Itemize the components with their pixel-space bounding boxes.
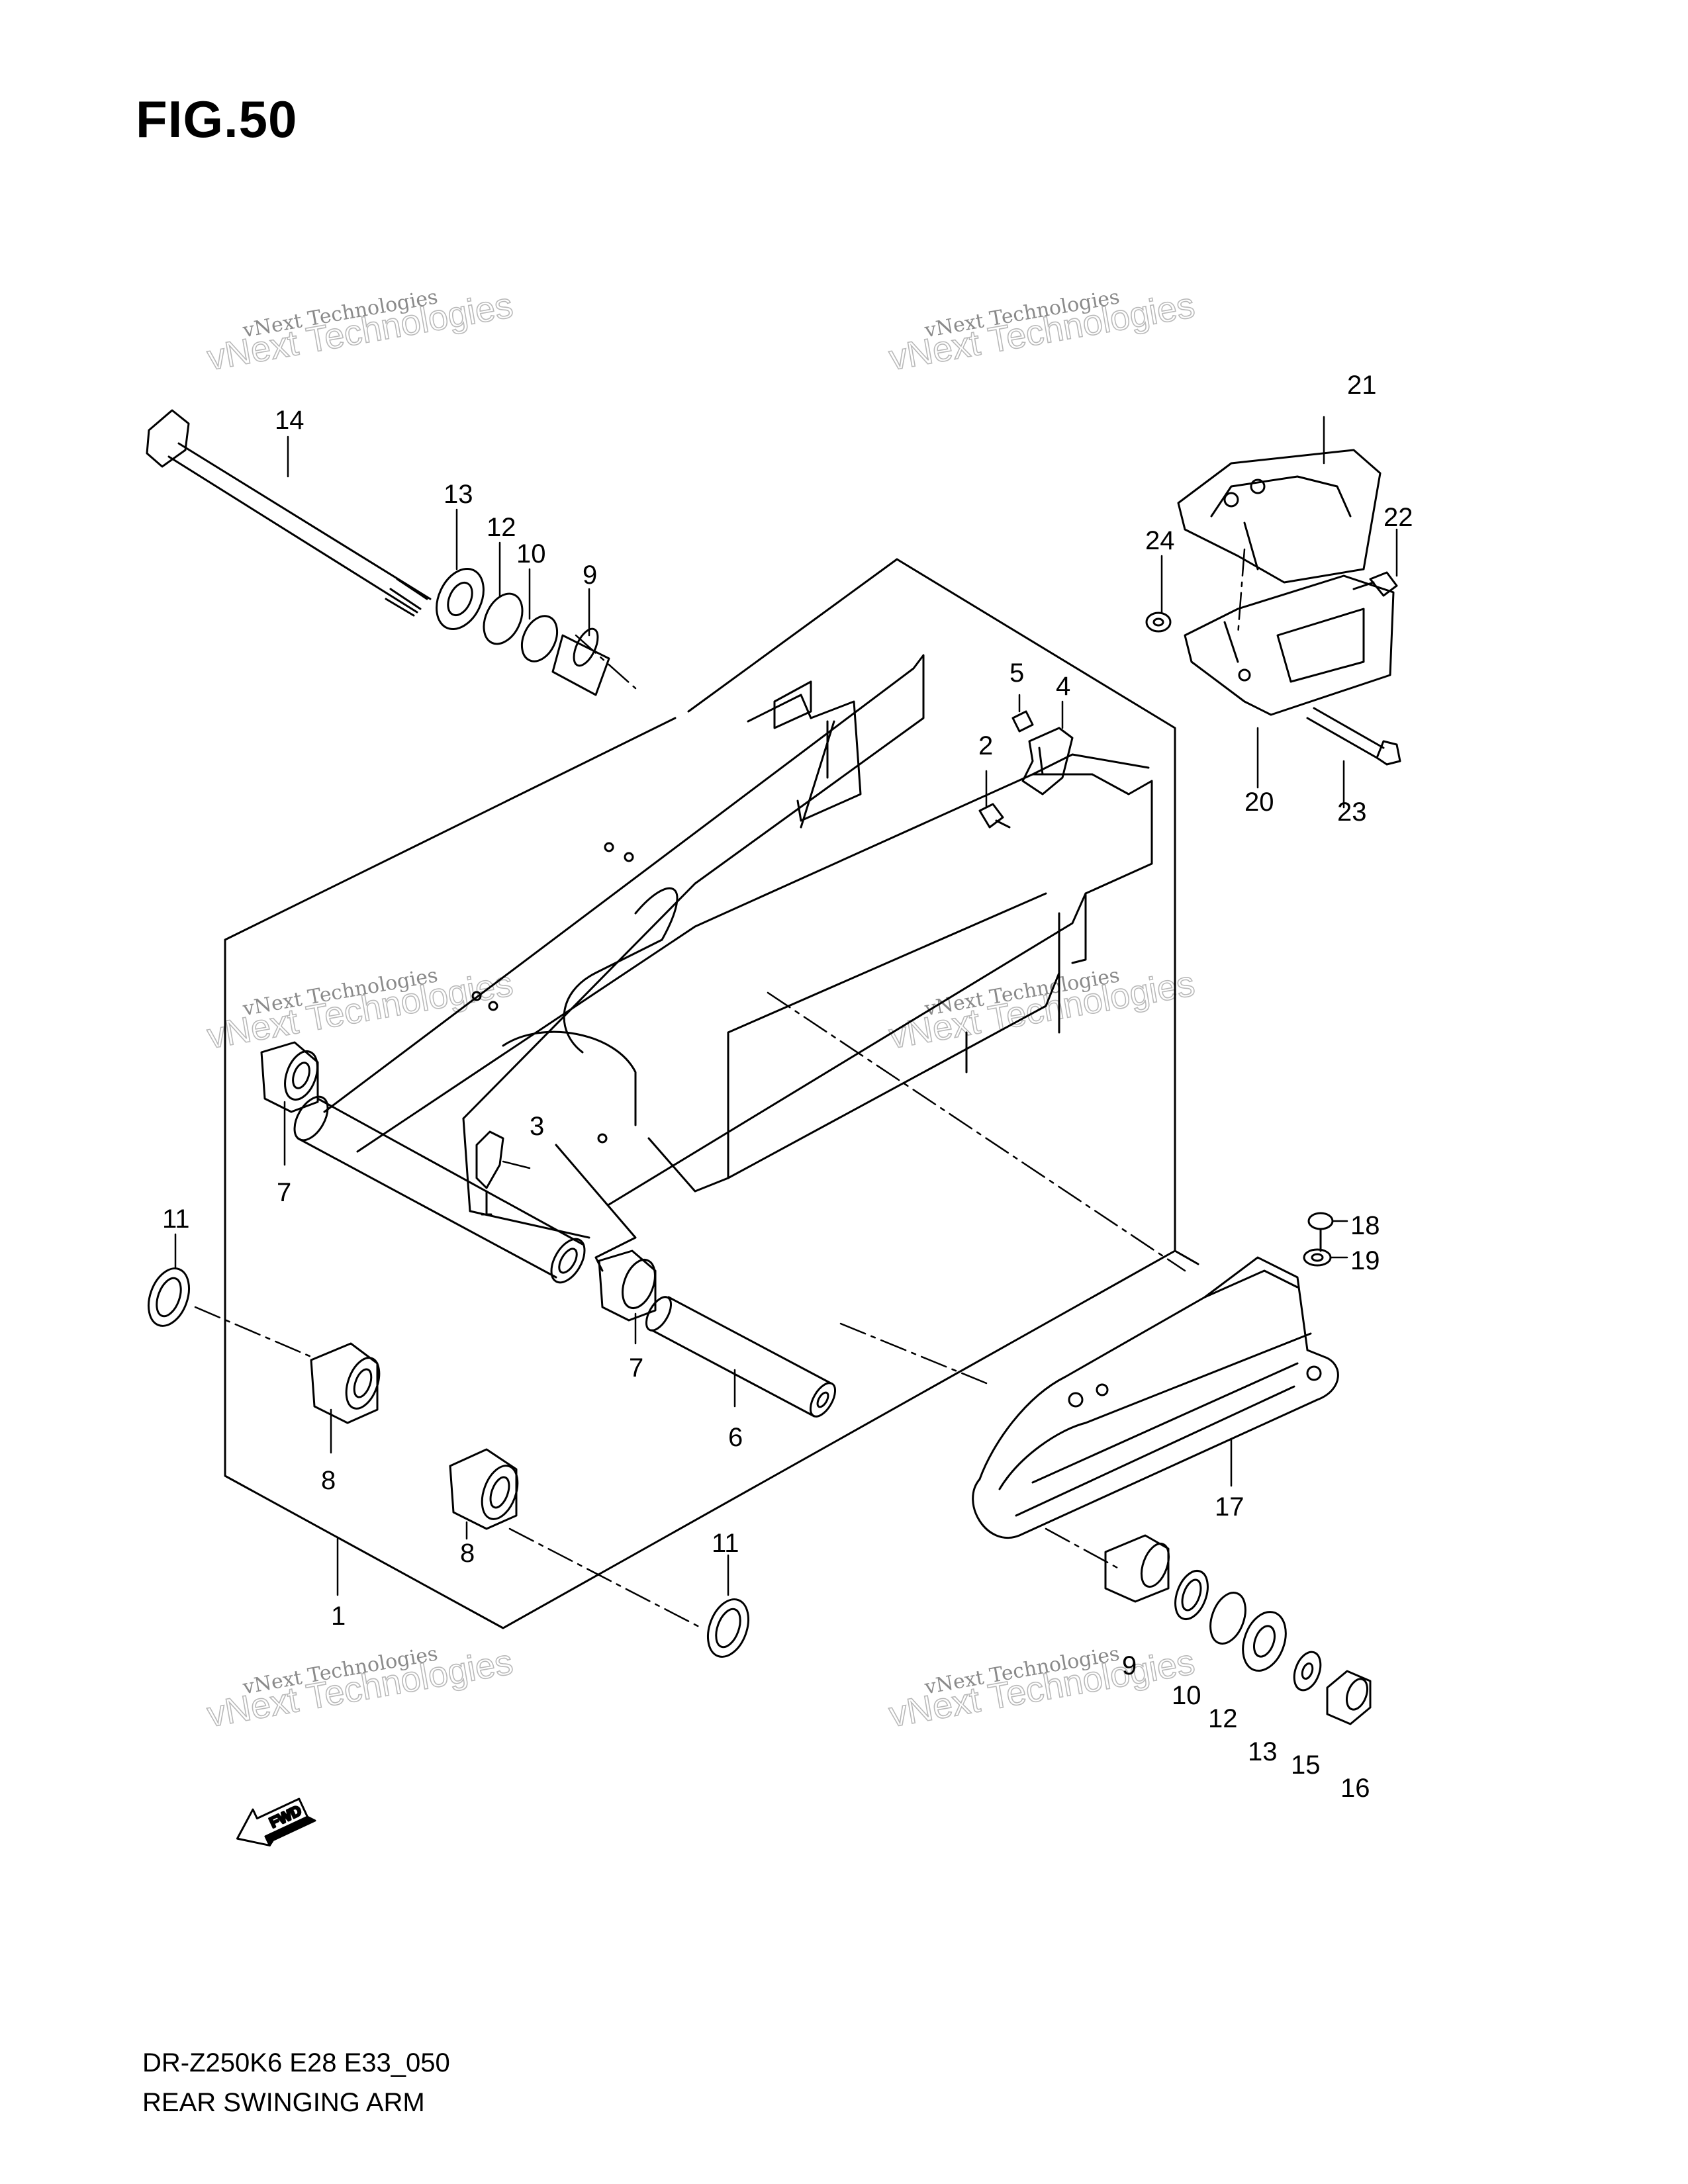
seal-10-lower <box>1174 1570 1209 1620</box>
watermark: vNext Technologies vNext Technologies <box>204 1641 516 1735</box>
grease-nipple <box>475 1130 504 1216</box>
callout-10: 10 <box>516 539 546 569</box>
screw-5 <box>1011 710 1034 733</box>
screw-2 <box>978 803 1011 829</box>
nut-16 <box>1326 1670 1372 1725</box>
callout-1: 1 <box>331 1602 346 1631</box>
bolt-22 <box>1352 571 1398 597</box>
callout-7-right: 7 <box>629 1353 643 1383</box>
assembly-boundary <box>224 558 1199 1629</box>
washer-15 <box>1293 1651 1322 1692</box>
washer-19 <box>1303 1248 1332 1267</box>
callout-21: 21 <box>1347 371 1377 400</box>
seal-10-upper <box>520 615 559 662</box>
seal-11-left <box>148 1267 190 1327</box>
figure-title: FIG.50 <box>136 90 298 148</box>
page-caption: REAR SWINGING ARM <box>142 2088 425 2117</box>
callout-13-lower: 13 <box>1248 1737 1278 1766</box>
bolt-23 <box>1306 707 1401 766</box>
callout-leaders <box>174 416 1398 1596</box>
fwd-arrow: FWD <box>236 1797 316 1846</box>
chain-slider-21 <box>1177 449 1382 584</box>
callout-14: 14 <box>275 406 305 435</box>
callout-11-lower: 11 <box>712 1529 739 1558</box>
seal-11-lower <box>707 1598 749 1658</box>
callout-15: 15 <box>1291 1751 1321 1780</box>
callout-17: 17 <box>1215 1492 1244 1522</box>
spacer-tube-6 <box>645 1296 837 1418</box>
leader-lines <box>194 548 1246 1629</box>
callout-5: 5 <box>1009 659 1024 688</box>
callout-22: 22 <box>1383 503 1413 532</box>
watermark: vNext Technologies vNext Technologies <box>886 1641 1198 1735</box>
callout-8-upper: 8 <box>321 1466 336 1495</box>
bearing-13-upper <box>436 567 485 631</box>
callouts: 14 13 12 10 9 21 22 24 5 4 2 20 23 3 7 1… <box>162 371 1413 1803</box>
callout-23: 23 <box>1337 797 1367 827</box>
callout-9: 9 <box>583 561 597 590</box>
bearing-7-left <box>260 1041 319 1113</box>
callout-4: 4 <box>1056 672 1070 701</box>
watermark: vNext Technologies vNext Technologies <box>886 285 1198 379</box>
watermark: vNext Technologies vNext Technologies <box>204 285 516 379</box>
screw-18 <box>1307 1212 1334 1252</box>
pivot-bolt <box>146 409 432 617</box>
chain-guard-20 <box>1184 574 1395 716</box>
washer-12-lower <box>1209 1592 1246 1645</box>
callout-7-left: 7 <box>277 1178 291 1207</box>
callout-2: 2 <box>978 731 993 760</box>
callout-19: 19 <box>1350 1246 1380 1275</box>
washer-12-upper <box>483 592 524 645</box>
callout-24: 24 <box>1145 526 1175 555</box>
spacer-9-upper <box>551 627 610 696</box>
swingarm-body <box>293 654 1153 1284</box>
watermarks: vNext Technologies vNext Technologies vN… <box>204 285 1198 1735</box>
spacer-9-lower <box>1104 1534 1170 1603</box>
callout-8-lower: 8 <box>460 1539 475 1568</box>
callout-3: 3 <box>530 1112 544 1141</box>
callout-9-lower: 9 <box>1122 1651 1137 1680</box>
callout-12: 12 <box>487 513 516 542</box>
watermark: vNext Technologies vNext Technologies <box>886 963 1198 1057</box>
bearing-13-lower <box>1242 1611 1287 1672</box>
bearing-8-upper <box>310 1342 381 1424</box>
bearing-7-right <box>598 1250 657 1322</box>
callout-16: 16 <box>1340 1774 1370 1803</box>
callout-10-lower: 10 <box>1172 1681 1201 1710</box>
callout-18: 18 <box>1350 1211 1380 1240</box>
callout-12-lower: 12 <box>1208 1704 1238 1733</box>
bearing-8-lower <box>449 1448 519 1530</box>
callout-20: 20 <box>1244 788 1274 817</box>
callout-13: 13 <box>444 480 473 509</box>
chain-buffer-17 <box>972 1256 1339 1539</box>
callout-6: 6 <box>728 1423 743 1452</box>
nut-24 <box>1145 612 1172 633</box>
callout-11-left: 11 <box>162 1205 190 1234</box>
model-code: DR-Z250K6 E28 E33_050 <box>142 2048 450 2077</box>
chain-guide-bracket <box>1021 727 1074 796</box>
